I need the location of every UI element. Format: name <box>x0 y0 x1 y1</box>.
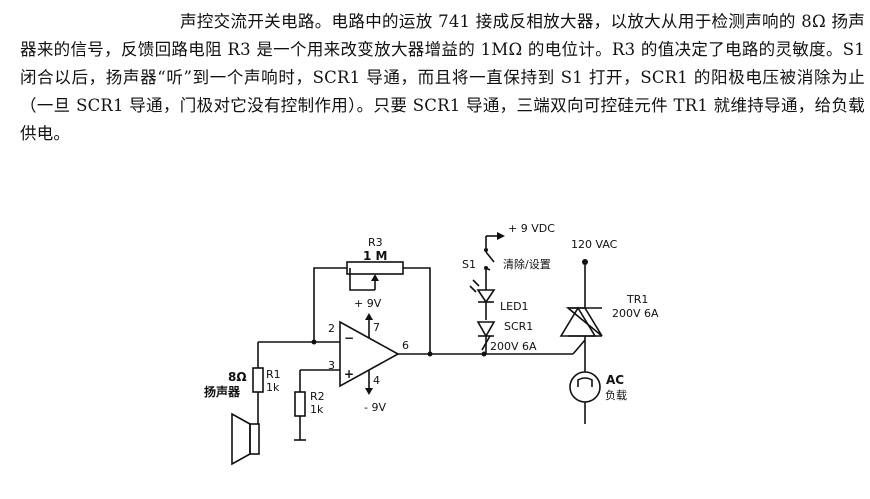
r3-wiper-arrow <box>371 274 379 281</box>
ac-load: AC 负载 <box>569 371 627 424</box>
pin-2-label: 2 <box>328 322 335 335</box>
circuit-description: 声控交流开关电路。电路中的运放 741 接成反相放大器，以放大从用于检测声响的 … <box>20 8 865 148</box>
triac-rating: 200V 6A <box>612 307 659 320</box>
s1-name: S1 <box>462 258 476 271</box>
scr1: SCR1 200V 6A <box>476 320 537 353</box>
load-label-ac: AC <box>606 373 624 387</box>
pin-4-label: 4 <box>373 374 380 387</box>
speaker-impedance: 8Ω <box>228 370 247 384</box>
ac-supply-label: 120 VAC <box>571 238 618 251</box>
r2-name: R2 <box>310 390 325 403</box>
s1-switch: S1 清除/设置 <box>462 251 551 271</box>
speaker: 8Ω 扬声器 <box>204 370 260 466</box>
scr-rating: 200V 6A <box>490 340 537 353</box>
feedback-network: R3 1 M <box>313 236 431 354</box>
opamp-741: − + + 9V 7 - 9V 4 2 3 6 <box>328 297 409 414</box>
tr1-triac: TR1 200V 6A <box>559 293 659 355</box>
led-name: LED1 <box>500 300 529 313</box>
opamp-plus-sign: + <box>344 367 354 381</box>
r3-name: R3 <box>368 236 383 249</box>
s1-function: 清除/设置 <box>503 257 551 271</box>
pin-6-label: 6 <box>402 339 409 352</box>
speaker-label: 扬声器 <box>204 384 241 399</box>
r2-value: 1k <box>310 403 324 416</box>
pin-3-label: 3 <box>328 359 335 372</box>
triac-name: TR1 <box>626 293 648 306</box>
supply-label: + 9 VDC <box>508 222 555 235</box>
opamp-pos-supply: + 9V <box>354 297 382 310</box>
pin-7-label: 7 <box>373 321 380 334</box>
opamp-minus-sign: − <box>344 331 354 345</box>
dc-supply: + 9 VDC <box>484 222 555 252</box>
r1-resistor: R1 1k <box>252 367 281 394</box>
led1: LED1 <box>469 279 529 313</box>
r1-name: R1 <box>266 368 281 381</box>
description-paragraph: 声控交流开关电路。电路中的运放 741 接成反相放大器，以放大从用于检测声响的 … <box>20 12 865 143</box>
load-label: 负载 <box>605 388 627 402</box>
r1-value: 1k <box>266 381 280 394</box>
ac-supply: 120 VAC <box>571 238 618 265</box>
r3-potentiometer <box>346 261 404 275</box>
r2-resistor: R2 1k <box>294 390 325 417</box>
scr-name: SCR1 <box>504 320 533 333</box>
opamp-neg-supply: - 9V <box>364 401 386 414</box>
r3-value: 1 M <box>363 249 387 263</box>
